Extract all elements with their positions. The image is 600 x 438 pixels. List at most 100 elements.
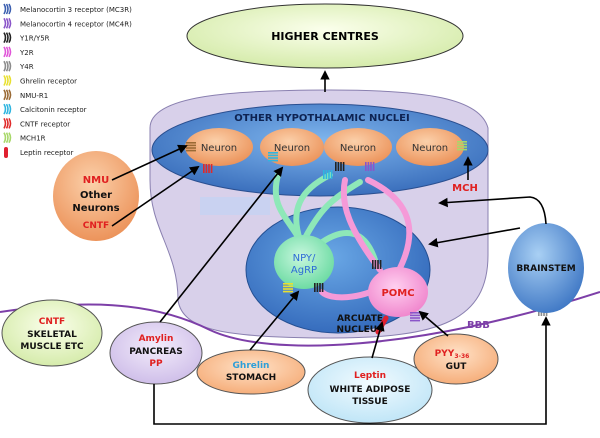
gut-label: GUT — [446, 362, 468, 372]
legend-item: Y2R — [3, 46, 34, 58]
arrow-brainstem-to-arcuate — [428, 227, 521, 248]
receptor-glyphs — [186, 141, 548, 322]
neuron-2-label: Neuron — [274, 143, 310, 154]
pancreas-ellipse — [109, 321, 203, 385]
higher-centres-ellipse — [186, 3, 464, 69]
white-adipose-label-2: TISSUE — [352, 397, 388, 407]
legend-item: Ghrelin receptor — [3, 75, 77, 86]
mch-label: MCH — [452, 183, 478, 194]
other-neurons-label-1: Other — [80, 190, 112, 201]
mch1r-receptor-glyph — [457, 141, 467, 151]
arcuate-label-2: NUCLEUS — [336, 325, 383, 335]
neuron-1 — [185, 128, 253, 166]
gut-ellipse — [413, 333, 499, 385]
legend-swatch — [3, 103, 12, 115]
skeletal-label-2: MUSCLE ETC — [20, 342, 84, 352]
white-adipose-ellipse — [307, 356, 433, 424]
legend-swatch — [4, 147, 8, 158]
npy-label-1: NPY/ — [293, 253, 316, 264]
y2r-receptor-glyph — [323, 170, 333, 179]
legend-item: Calcitonin receptor — [3, 103, 87, 115]
arrow-ghrelin-to-npy — [249, 290, 300, 351]
white-adipose-label-1: WHITE ADIPOSE — [330, 385, 411, 395]
brainstem-label: BRAINSTEM — [516, 264, 575, 274]
faint-panel — [200, 197, 270, 215]
pyy-subscript: 3-36 — [454, 353, 469, 360]
mc4r-pomc-receptor-glyph — [410, 312, 420, 322]
pancreas-label: PANCREAS — [129, 347, 182, 357]
neuron-2 — [260, 128, 324, 166]
neuron-1-label: Neuron — [201, 143, 237, 154]
arrow-cntf-to-neuron — [111, 165, 200, 227]
pomc-cell — [368, 267, 428, 317]
legend-item: Y4R — [3, 60, 34, 72]
receptor-legend: Melanocortin 3 receptor (MC3R) Melanocort… — [3, 3, 132, 158]
other-neurons-label-2: Neurons — [72, 203, 119, 214]
legend-label: Y4R — [19, 63, 34, 71]
legend-swatch — [3, 60, 12, 72]
ghrelin-label: Ghrelin — [233, 361, 270, 371]
stomach-ellipse — [196, 349, 306, 395]
legend-swatch — [3, 75, 12, 86]
cntf-skeletal-label: CNTF — [39, 317, 65, 327]
neuron-4-label: Neuron — [412, 143, 448, 154]
other-neurons-ellipse — [53, 151, 139, 241]
other-nuclei-label: OTHER HYPOTHALAMIC NUCLEI — [234, 113, 409, 124]
pyy-text: PYY — [435, 349, 455, 359]
arrow-amylin-to-neuron — [159, 166, 284, 323]
legend-item: Y1R/Y5R — [3, 32, 50, 44]
pyy-label: PYY3-36 — [435, 349, 470, 360]
arrow-pyy-to-pomc — [418, 310, 449, 337]
legend-swatch — [3, 32, 12, 44]
legend-item: Leptin receptor — [4, 147, 74, 158]
legend-item: CNTF receptor — [3, 117, 70, 129]
legend-swatch — [3, 17, 12, 29]
bbb-label: BBB — [467, 320, 490, 331]
legend-label: Ghrelin receptor — [20, 78, 77, 86]
cntf-receptor-glyph — [203, 164, 213, 173]
legend-label: Y2R — [19, 49, 34, 57]
legend-label: Melanocortin 3 receptor (MC3R) — [20, 6, 132, 14]
legend-item: Melanocortin 3 receptor (MC3R) — [3, 3, 132, 15]
ghrelin-receptor-glyph — [283, 283, 293, 293]
legend-label: CNTF receptor — [20, 120, 70, 128]
arrow-nmu-to-neuron — [111, 144, 188, 181]
amylin-label: Amylin — [139, 334, 174, 344]
legend-swatch — [3, 89, 12, 101]
legend-label: Calcitonin receptor — [20, 106, 87, 114]
neuron-3-label: Neuron — [340, 143, 376, 154]
arrow-leptin-to-pomc — [371, 321, 385, 359]
legend-label: NMU-R1 — [20, 92, 48, 100]
stomach-label: STOMACH — [226, 373, 276, 383]
pomc-label: POMC — [381, 288, 414, 299]
legend-swatch — [3, 132, 12, 144]
neuron-3 — [324, 128, 392, 166]
legend-item: Melanocortin 4 receptor (MC4R) — [3, 17, 132, 29]
cntf-inner-label: CNTF — [83, 221, 109, 231]
leptin-label: Leptin — [354, 371, 386, 381]
brainstem-ellipse — [508, 223, 584, 313]
legend-label: Melanocortin 4 receptor (MC4R) — [20, 20, 132, 28]
skeletal-muscle-ellipse — [1, 299, 103, 367]
y1r-pomc-receptor-glyph — [372, 260, 382, 269]
legend-label: Y1R/Y5R — [19, 35, 50, 43]
higher-centres-label: HIGHER CENTRES — [271, 30, 379, 43]
arrow-pancreas-to-brainstem — [153, 316, 551, 425]
legend-label: Leptin receptor — [20, 149, 74, 157]
arrows — [111, 70, 551, 425]
y1r-npy-receptor-glyph — [314, 283, 324, 292]
npy-label-2: AgRP — [291, 265, 317, 276]
nmu-receptor-glyph — [186, 142, 196, 152]
skeletal-label-1: SKELETAL — [27, 330, 77, 340]
npy-agrp-cell — [274, 235, 334, 289]
arcuate-label-1: ARCUATE — [337, 314, 383, 324]
calcitonin-receptor-glyph — [268, 152, 278, 162]
pp-label: PP — [149, 359, 163, 369]
nmu-label: NMU — [83, 175, 109, 186]
legend-item: MCH1R — [3, 132, 46, 144]
legend-swatch — [3, 46, 12, 58]
legend-swatch — [3, 3, 12, 15]
legend-item: NMU-R1 — [3, 89, 48, 101]
